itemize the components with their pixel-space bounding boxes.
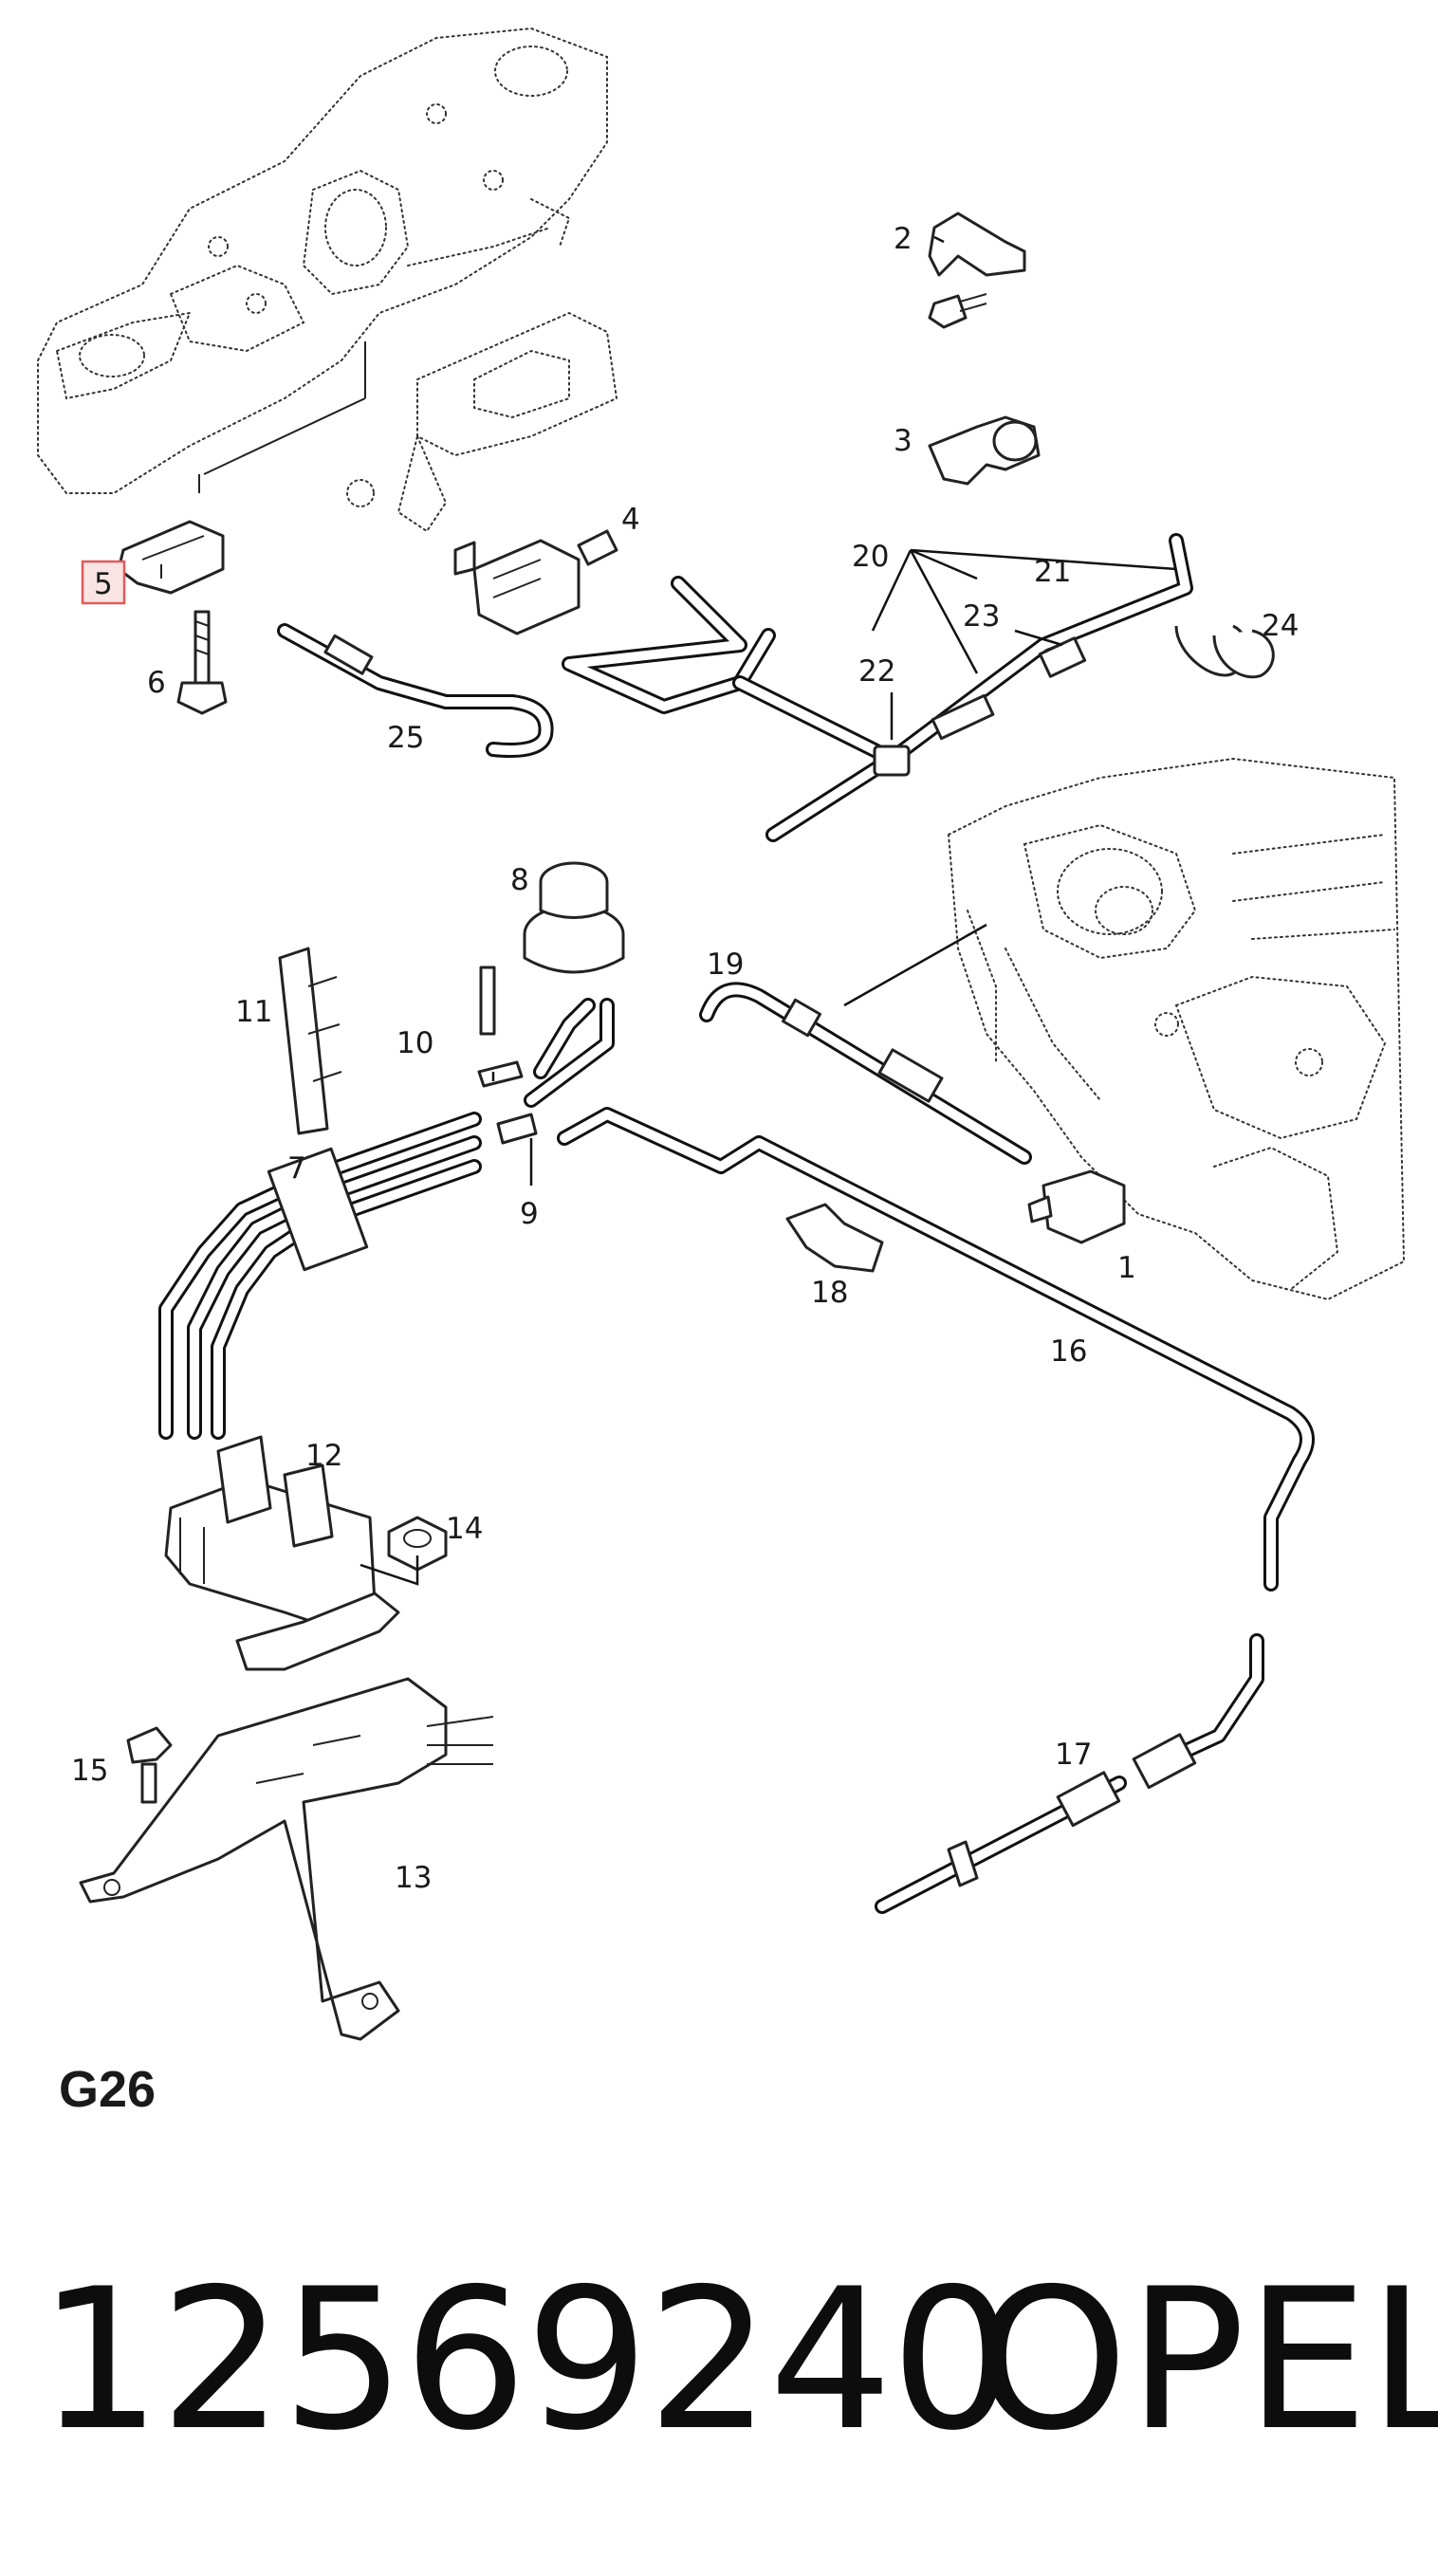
callout-5: 5	[94, 567, 113, 601]
callout-25: 25	[387, 721, 424, 755]
callout-8: 8	[510, 863, 529, 897]
part-4-solenoid-valve	[453, 529, 618, 635]
callout-6: 6	[147, 666, 166, 700]
part-11-hose-holder	[278, 947, 342, 1135]
part-number: 12569240	[38, 2248, 1014, 2474]
engine-block-outline	[947, 757, 1406, 1301]
callout-21: 21	[1034, 555, 1071, 589]
part-15-bolt	[126, 1726, 173, 1804]
part-6-bolt	[176, 610, 228, 715]
callout-14: 14	[446, 1512, 483, 1546]
part-14-nut	[387, 1516, 448, 1572]
part-1-valve	[1027, 1169, 1126, 1244]
callout-10: 10	[396, 1026, 433, 1060]
callout-2: 2	[894, 222, 913, 256]
callout-15: 15	[71, 1754, 108, 1788]
part-2-clip	[928, 212, 1026, 329]
part-7-hose-bundle	[158, 998, 615, 1440]
part-8-vacuum-unit	[523, 861, 625, 974]
part-12-solenoid-block	[164, 1435, 400, 1671]
part-9-connector	[496, 1113, 538, 1145]
part-16-line	[557, 1107, 1315, 1592]
callout-1: 1	[1117, 1251, 1136, 1285]
part-19-hose	[699, 982, 1032, 1165]
part-18-clip	[785, 1203, 884, 1273]
leader-lines	[360, 235, 1177, 1586]
callout-20: 20	[852, 540, 889, 574]
callout-22: 22	[858, 654, 895, 689]
callout-5-highlight	[81, 560, 126, 605]
exhaust-manifold-outline	[37, 27, 608, 494]
part-5-bracket	[117, 520, 225, 595]
part-13-bracket	[79, 1677, 494, 2041]
brand-name: OPEL	[975, 2248, 1438, 2474]
callout-13: 13	[395, 1861, 432, 1895]
callout-11: 11	[235, 995, 272, 1029]
modulator-bracket-dotted	[346, 311, 618, 533]
part-3-clamp	[928, 415, 1041, 486]
callout-23: 23	[963, 599, 1000, 634]
callout-17: 17	[1055, 1738, 1092, 1772]
callout-9: 9	[520, 1197, 539, 1231]
callout-19: 19	[707, 948, 744, 982]
callout-4: 4	[621, 503, 640, 537]
part-10-connector	[477, 966, 524, 1088]
figure-code: G26	[59, 2061, 157, 2118]
callout-24: 24	[1262, 609, 1299, 643]
callout-12: 12	[305, 1439, 342, 1473]
part-25-hose	[277, 623, 554, 758]
callout-labels: 1 2 3 4 5 6 7 8 9 10 11 12 13 14 15 16 1…	[71, 222, 1299, 1895]
part-24-clip	[1174, 624, 1275, 679]
callout-18: 18	[811, 1276, 848, 1310]
vacuum-line-assembly	[562, 533, 1193, 842]
callout-16: 16	[1050, 1334, 1087, 1369]
part-17-hose	[875, 1633, 1264, 1914]
callout-3: 3	[894, 424, 913, 458]
callout-7: 7	[287, 1151, 306, 1186]
